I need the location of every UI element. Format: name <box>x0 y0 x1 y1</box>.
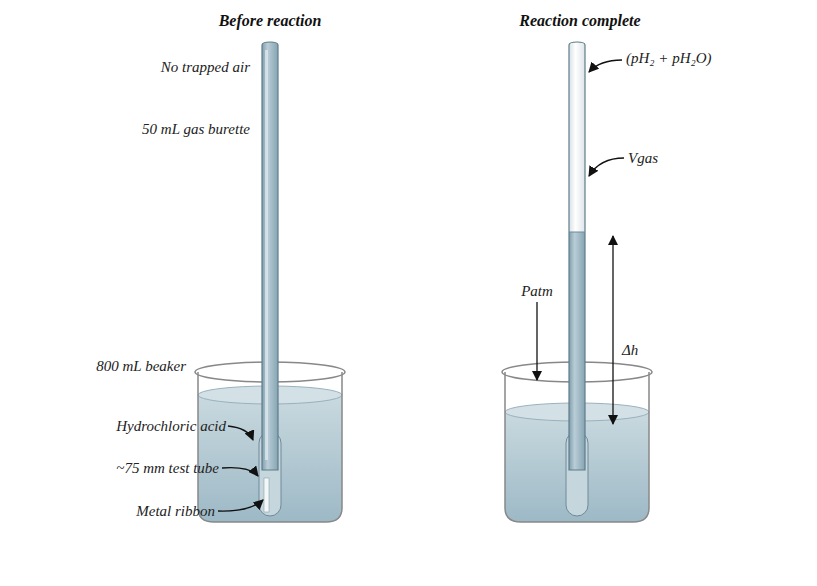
part-label: Metal ribbon <box>136 503 215 520</box>
part-label: 50 mL gas burette <box>142 121 250 138</box>
part-label: No trapped air <box>161 59 250 76</box>
left-burette <box>259 42 281 516</box>
part-label: 800 mL beaker <box>96 358 186 375</box>
volume-label: Vgas <box>628 150 658 167</box>
height-label: Δh <box>622 342 638 359</box>
panel-heading: Reaction complete <box>519 12 640 30</box>
right-burette <box>566 42 588 516</box>
panel-heading: Before reaction <box>219 12 322 30</box>
part-label: Hydrochloric acid <box>116 418 226 435</box>
pressure-label: (pH₂ + pH₂O) <box>626 50 712 67</box>
part-label: ~75 mm test tube <box>116 460 219 477</box>
pressure-label: Patm <box>521 283 553 300</box>
leader-lines <box>218 60 624 511</box>
